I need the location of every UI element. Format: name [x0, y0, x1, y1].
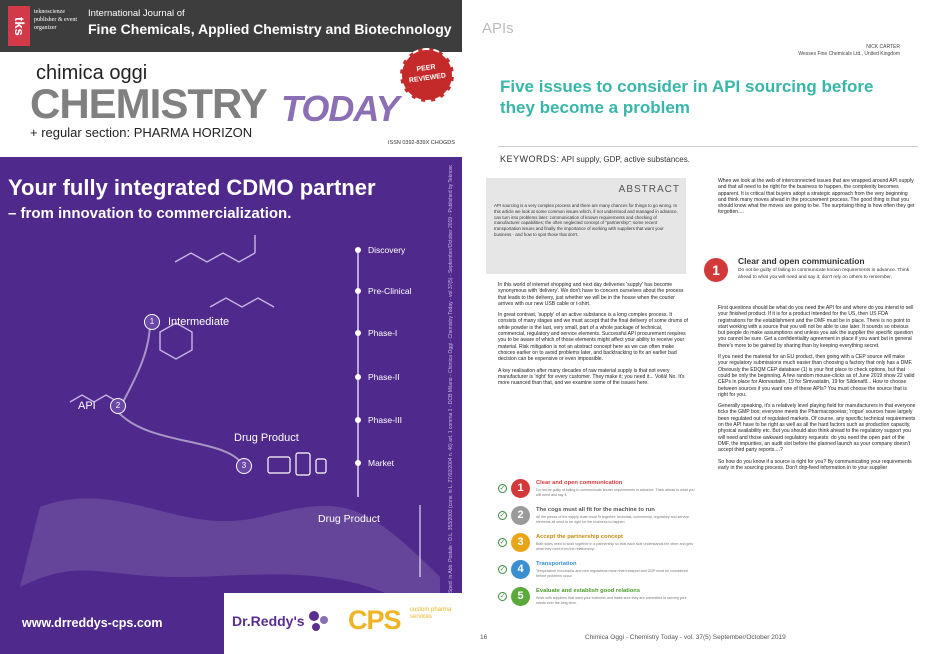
issue-title: Accept the partnership concept: [536, 534, 623, 540]
author-name: NICK CARTER: [866, 44, 900, 50]
issue-text: All the pieces of the supply chain must …: [536, 515, 690, 524]
journal-line-1: International Journal of: [88, 8, 185, 19]
issue-title: Clear and open communication: [536, 480, 623, 486]
issue-number: 2: [511, 506, 530, 525]
ad-panel: [0, 157, 462, 654]
flow-step-1: 1: [144, 314, 160, 330]
paragraph: When we look at the web of interconnecte…: [718, 178, 915, 216]
paragraph: In great contrast, 'supply' of an active…: [498, 312, 688, 363]
issue-title: Evaluate and establish good relations: [536, 588, 641, 594]
paragraph: In this world of internet shopping and n…: [498, 282, 684, 307]
flow-step-3: 3: [236, 458, 252, 474]
list-item: ✓ 1 Clear and open communication Do not …: [498, 478, 698, 505]
issue-text: Both sides need to work together in a pa…: [536, 542, 694, 551]
stage-phase2: Phase-II: [368, 372, 400, 382]
issue-text: Do not be guilty of failing to communica…: [536, 488, 695, 497]
drug-product-final: Drug Product: [318, 513, 380, 525]
stage-preclinical: Pre-Clinical: [368, 286, 412, 296]
author-block: NICK CARTER Wessex Fine Chemicals Ltd., …: [798, 44, 900, 58]
issue-text: Work with suppliers that want your busin…: [536, 596, 687, 605]
check-icon: ✓: [498, 538, 507, 547]
check-icon: ✓: [498, 511, 507, 520]
abstract-heading: ABSTRACT: [618, 184, 680, 195]
molecule-dots-icon: [309, 611, 328, 631]
stage-phase1: Phase-I: [368, 328, 398, 338]
paragraph: First questions should be what do you ne…: [718, 305, 914, 349]
peer-reviewed-seal: PEER REVIEWED: [396, 44, 458, 106]
keywords-label: KEYWORDS:: [500, 154, 560, 164]
today-title: TODAY: [281, 88, 400, 129]
page-number: 16: [480, 634, 488, 641]
column-b: First questions should be what do you ne…: [718, 305, 916, 476]
article-title: Five issues to consider in API sourcing …: [500, 77, 874, 117]
stage-discovery: Discovery: [368, 245, 406, 255]
issue-title: Transportation: [536, 561, 577, 567]
issue-text: Temperature excursions and new regulatio…: [536, 569, 688, 578]
stage-market: Market: [368, 458, 394, 468]
section-label: APIs: [482, 20, 514, 37]
journal-line-2: Fine Chemicals, Applied Chemistry and Bi…: [88, 21, 452, 37]
flow-label-api: API: [78, 400, 96, 412]
author-affiliation: Wessex Fine Chemicals Ltd., United Kingd…: [798, 51, 900, 57]
list-item: ✓ 3 Accept the partnership concept Both …: [498, 532, 698, 559]
brand-logos: Dr.Reddy's CPS custom pharma services: [224, 593, 462, 654]
list-item: ✓ 2 The cogs must all fit for the machin…: [498, 505, 698, 532]
publisher-text: teknoscienze publisher & event organizer: [34, 9, 77, 31]
paragraph: Generally speaking, it's a relatively le…: [718, 403, 916, 454]
issue-title: The cogs must all fit for the machine to…: [536, 507, 655, 513]
company-url[interactable]: www.drreddys-cps.com: [22, 616, 163, 630]
chemistry-title: CHEMISTRY: [30, 80, 268, 127]
regular-section: + regular section: PHARMA HORIZON: [30, 125, 253, 140]
keywords-line: KEYWORDS: API supply, GDP, active substa…: [500, 154, 690, 164]
cdmo-subheadline: – from innovation to commercialization.: [8, 205, 292, 222]
cps-logo: CPS: [348, 605, 402, 635]
check-icon: ✓: [498, 592, 507, 601]
paragraph: So how do you know if a source is right …: [718, 458, 912, 471]
chimica-oggi-title: chimica oggi: [36, 62, 148, 84]
flow-step-2: 2: [110, 398, 126, 414]
article-page: APIs NICK CARTER Wessex Fine Chemicals L…: [468, 0, 928, 654]
paragraph: If you need the material for an EU produ…: [718, 354, 915, 398]
cover-header: tks teknoscienze publisher & event organ…: [0, 0, 462, 52]
issn: ISSN 0392-839X CHOGDS: [388, 140, 455, 146]
issue-number: 5: [511, 587, 530, 606]
paragraph: A key realisation after many decades of …: [498, 367, 685, 387]
abstract-body: API sourcing is a very complex process a…: [494, 203, 678, 237]
callout-title: Clear and open communication: [738, 256, 865, 266]
magazine-cover: tks teknoscienze publisher & event organ…: [0, 0, 462, 654]
footer-text: Chimica Oggi - Chemistry Today - vol. 37…: [585, 634, 786, 641]
column-a: In this world of internet shopping and n…: [498, 282, 690, 391]
check-icon: ✓: [498, 565, 507, 574]
flow-label-intermediate: Intermediate: [168, 316, 230, 328]
callout-text: Do not be guilty of failing to communica…: [738, 268, 910, 280]
issue-1-callout: 1 Clear and open communication Do not be…: [704, 256, 916, 298]
drreddys-logo: Dr.Reddy's: [232, 613, 305, 629]
flow-label-drug-product: Drug Product: [234, 432, 299, 444]
list-item: ✓ 5 Evaluate and establish good relation…: [498, 586, 698, 613]
stage-phase3: Phase-III: [368, 415, 403, 425]
list-item: ✓ 4 Transportation Temperature excursion…: [498, 559, 698, 586]
callout-number: 1: [704, 258, 728, 282]
cdmo-headline: Your fully integrated CDMO partner: [8, 175, 376, 200]
issue-number: 4: [511, 560, 530, 579]
cps-subtitle: custom pharma services: [410, 607, 452, 620]
publisher-logo: tks: [8, 6, 30, 46]
issue-number: 1: [511, 479, 530, 498]
side-strip: Paolo Mantovani Spa - Sped. in Abb. Post…: [448, 165, 454, 645]
keywords-value: API supply, GDP, active substances.: [561, 155, 690, 164]
issue-number: 3: [511, 533, 530, 552]
column-b-intro: When we look at the web of interconnecte…: [718, 178, 916, 221]
issues-list: ✓ 1 Clear and open communication Do not …: [498, 478, 698, 613]
check-icon: ✓: [498, 484, 507, 493]
flow-graphic: [20, 235, 440, 627]
title-divider: [498, 146, 918, 147]
abstract-box: ABSTRACT API sourcing is a very complex …: [486, 178, 686, 274]
